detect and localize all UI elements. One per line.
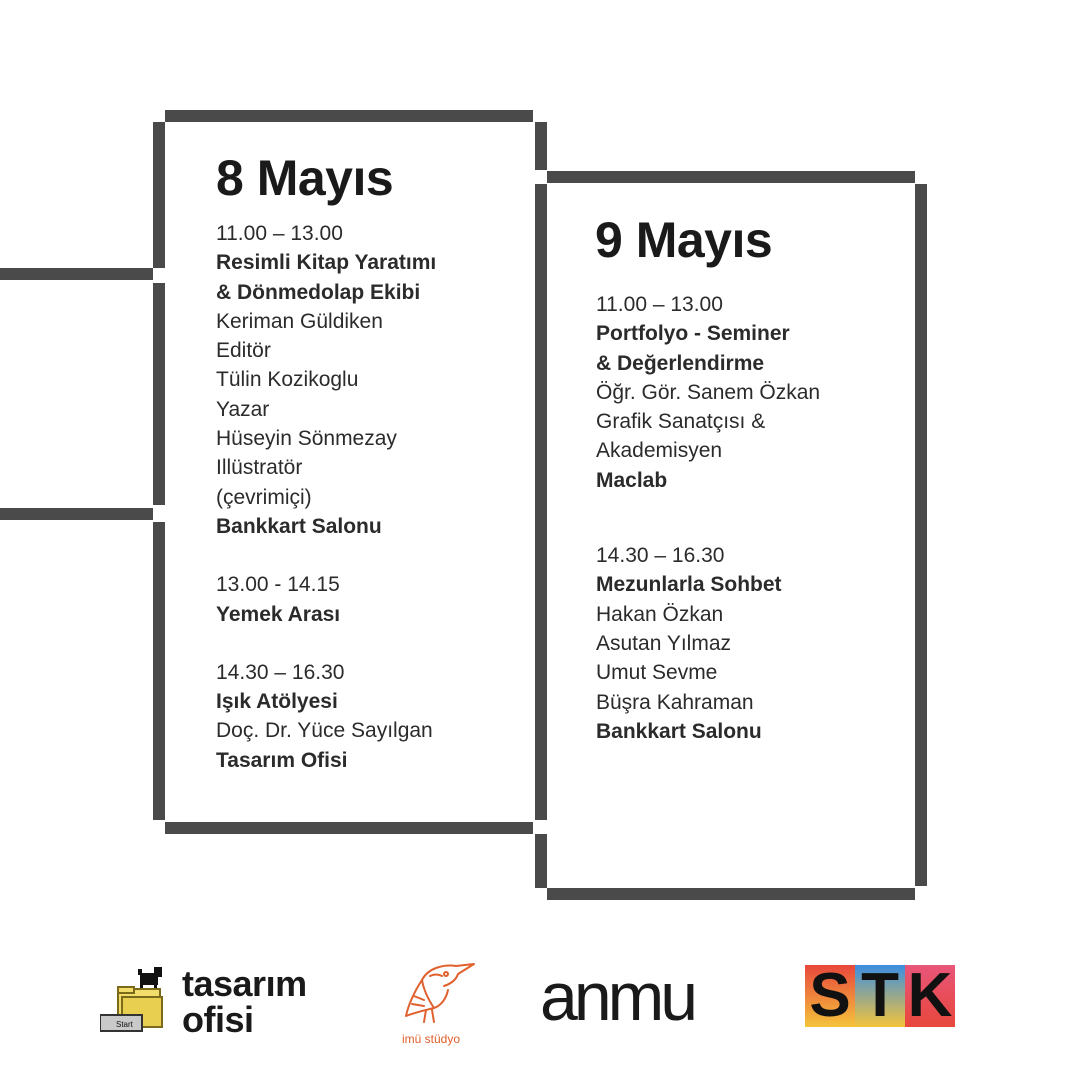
speaker-name: Hüseyin Sönmezay	[216, 427, 397, 451]
speaker-name: Keriman Güldiken	[216, 309, 383, 333]
tasarim-line: tasarım	[182, 963, 307, 1004]
speaker-name: Doç. Dr. Yüce Sayılgan	[216, 719, 433, 743]
speaker-name: Hakan Özkan	[596, 602, 724, 626]
frame-line	[547, 171, 915, 183]
frame-line	[547, 888, 915, 900]
session-time: 14.30 – 16.30	[216, 660, 345, 684]
day2-title: 9 Mayıs	[595, 212, 773, 268]
anmu-logo: anmu	[540, 959, 698, 1035]
speaker-name: Büşra Kahraman	[596, 690, 754, 714]
stk-t-letter: T	[861, 961, 899, 1030]
speaker-name: Asutan Yılmaz	[596, 631, 732, 655]
session-location: Tasarım Ofisi	[216, 748, 348, 772]
frame-line	[165, 822, 533, 834]
speaker-role: Akademisyen	[596, 439, 723, 463]
session-time: 11.00 – 13.00	[596, 293, 723, 316]
speaker-name: Tülin Kozikoglu	[216, 368, 359, 392]
session-title: Portfolyo - Seminer	[596, 322, 790, 346]
speaker-role: Editör	[216, 339, 271, 363]
session-location: Bankkart Salonu	[216, 514, 382, 538]
stk-logo: S T K	[805, 965, 955, 1027]
speaker-role: Grafik Sanatçısı &	[596, 410, 766, 434]
session-location: Bankkart Salonu	[596, 719, 762, 743]
speaker-role: Illüstratör	[216, 456, 303, 480]
session-time: 11.00 – 13.00	[216, 222, 343, 245]
session-title: & Değerlendirme	[596, 351, 765, 375]
session-note: (çevrimiçi)	[216, 485, 312, 509]
tasarim-ofisi-logo: Start	[99, 965, 180, 1040]
session-title: Resimli Kitap Yaratımı	[216, 251, 437, 275]
session-title: Işık Atölyesi	[216, 690, 338, 714]
session-title: & Dönmedolap Ekibi	[216, 280, 421, 304]
frame-line	[153, 283, 165, 505]
bird-icon	[405, 963, 475, 1023]
stk-s-block: S	[805, 965, 855, 1027]
session-location: Maclab	[596, 468, 668, 492]
speaker-name: Öğr. Gör. Sanem Özkan	[596, 380, 821, 404]
session-time: 14.30 – 16.30	[596, 544, 725, 568]
stk-k-block: K	[905, 965, 955, 1027]
frame-line	[535, 184, 547, 820]
frame-line	[153, 522, 165, 820]
session-time: 13.00 - 14.15	[216, 573, 340, 597]
imu-studyo-logo	[400, 960, 480, 1030]
stk-t-block: T	[855, 965, 905, 1027]
frame-line	[535, 834, 547, 888]
folder-cat-icon: Start	[99, 967, 163, 1032]
session-title: Yemek Arası	[216, 602, 341, 626]
stk-k-letter: K	[907, 961, 953, 1030]
session-title: Mezunlarla Sohbet	[596, 573, 782, 597]
day1-title: 8 Mayıs	[216, 150, 394, 206]
frame-line	[165, 110, 533, 122]
day1-schedule: 11.00 – 13.00 Resimli Kitap Yaratımı & D…	[216, 219, 436, 775]
ofisi-line: ofisi	[182, 999, 254, 1040]
frame-line	[915, 184, 927, 886]
frame-line	[0, 268, 153, 280]
imu-studyo-wordmark: imü stüdyo	[402, 1032, 461, 1046]
frame-line	[153, 122, 165, 268]
speaker-role: Yazar	[216, 397, 270, 421]
tasarim-ofisi-wordmark: tasarım ofisi	[182, 966, 307, 1038]
start-label: Start	[116, 1020, 134, 1029]
frame-line	[0, 508, 153, 520]
frame-line	[535, 122, 547, 170]
day2-schedule: 11.00 – 13.00 Portfolyo - Seminer & Değe…	[596, 290, 820, 746]
stk-s-letter: S	[809, 961, 851, 1030]
speaker-name: Umut Sevme	[596, 661, 718, 685]
